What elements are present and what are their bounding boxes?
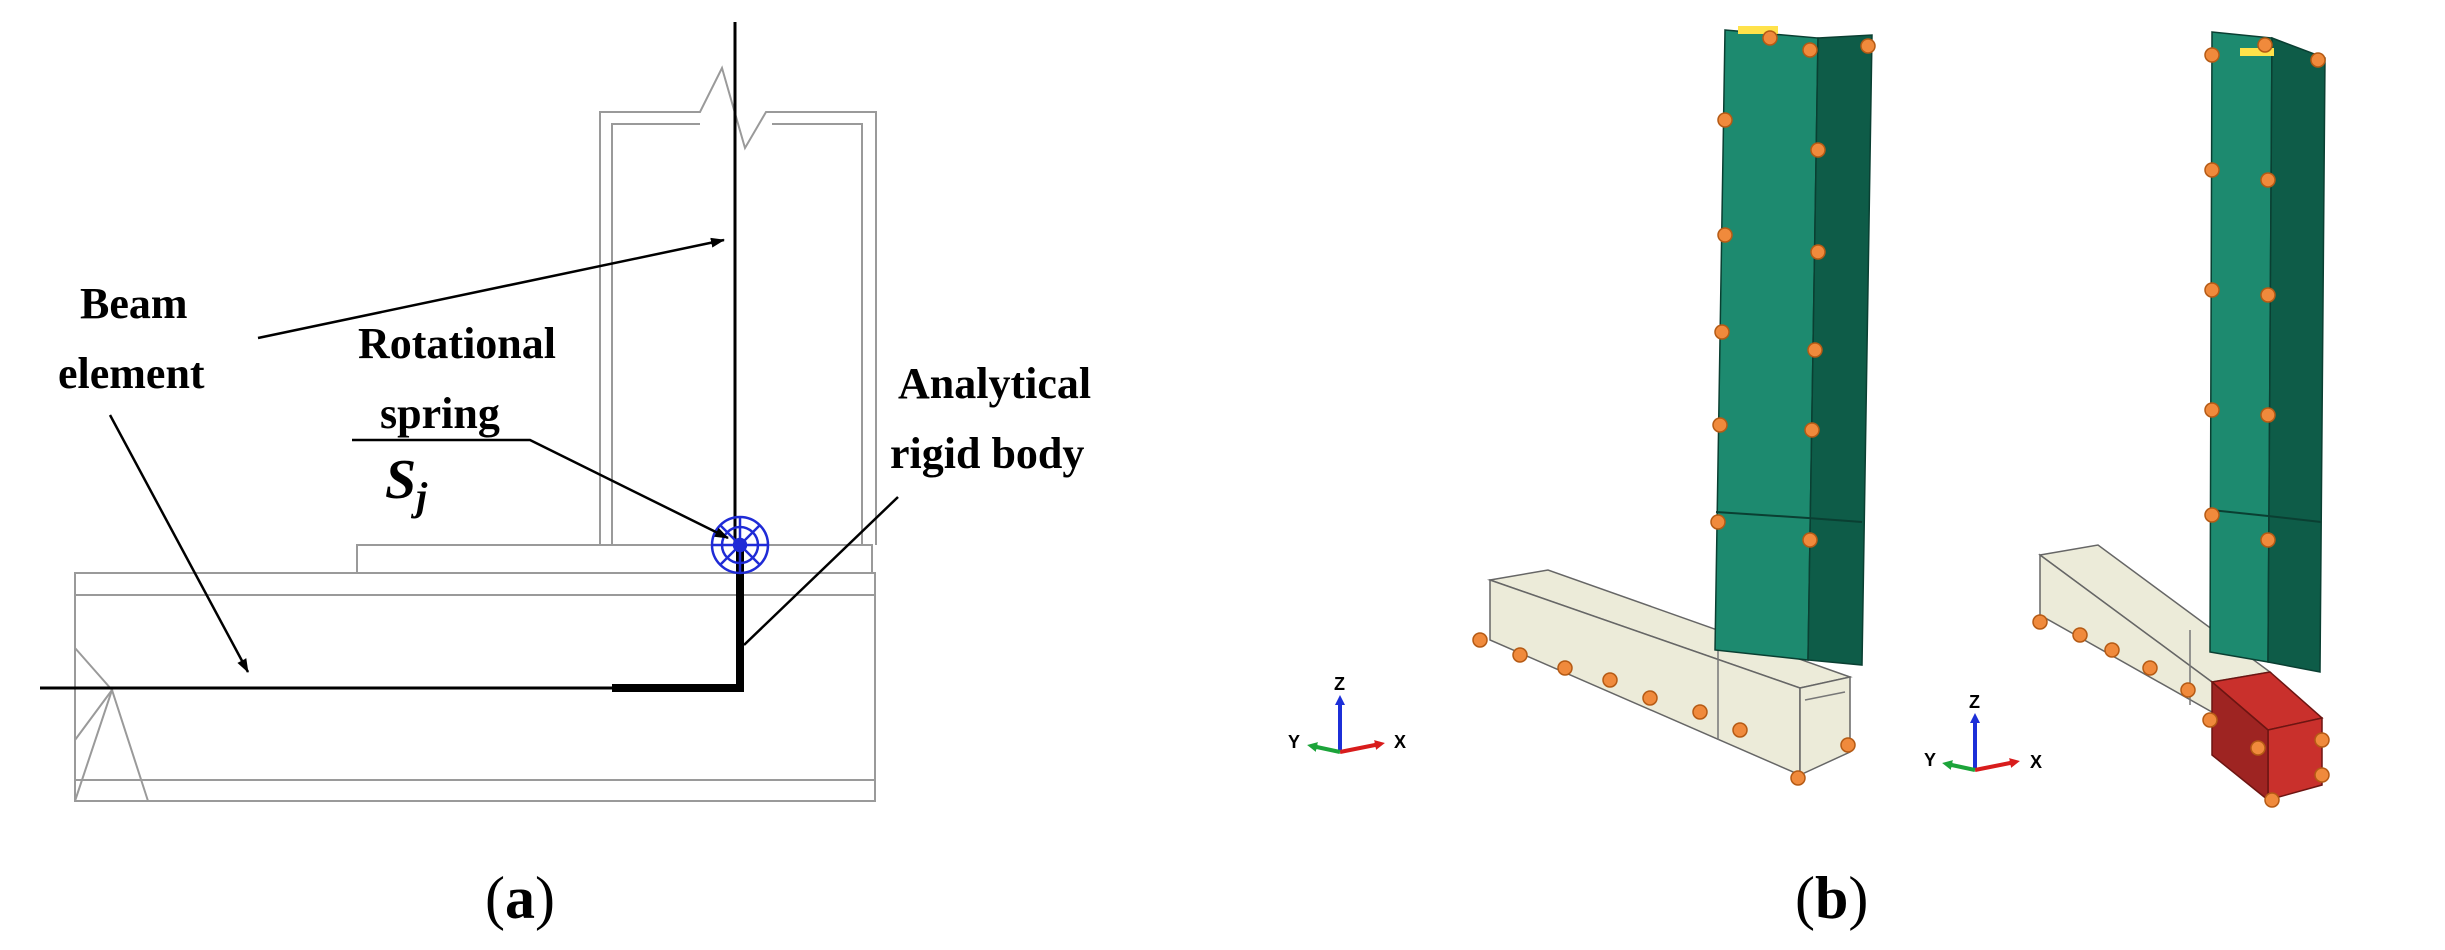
boundary-marker-icon [2202,712,2218,728]
triad-left-x: X [1394,732,1406,752]
panel-a: Beam element Rotational spring Sj Analyt… [40,22,1091,931]
boundary-marker-icon [1762,30,1778,46]
boundary-marker-icon [1732,722,1748,738]
label-analytical-line1: Analytical [898,359,1091,408]
axis-triad-left: Z Y X [1288,674,1406,754]
boundary-marker-icon [2260,287,2276,303]
boundary-marker-icon [2264,792,2280,808]
triad-left-z: Z [1334,674,1345,694]
boundary-marker-icon [2142,660,2158,676]
base-plate [356,544,873,574]
column-front-face-right [2209,31,2273,663]
fe-model-right [2038,31,2326,802]
boundary-marker-icon [1804,422,1820,438]
rotational-spring-icon [710,515,770,575]
boundary-marker-icon [1712,417,1728,433]
boundary-marker-icon [2314,732,2330,748]
boundary-marker-icon [1802,42,1818,58]
caption-b: (b) [1795,865,1868,931]
boundary-marker-icon [1802,532,1818,548]
boundary-marker-icon [2204,507,2220,523]
boundary-marker-icon [2104,642,2120,658]
caption-a: (a) [485,865,555,931]
label-beam-line2: element [58,349,205,398]
boundary-marker-icon [2257,37,2273,53]
axis-triad-right: Z Y X [1924,692,2042,772]
boundary-marker-icon [1810,244,1826,260]
leader-spring [352,438,729,540]
beam-end-face-left [1799,676,1851,777]
leader-rigid-body [743,496,899,646]
leader-beam-to-column [257,237,725,340]
column-outline [599,65,877,545]
boundary-marker-icon [2260,532,2276,548]
boundary-marker-icon [2260,172,2276,188]
boundary-marker-icon [1557,660,1573,676]
boundary-marker-icon [2260,407,2276,423]
boundary-marker-icon [1642,690,1658,706]
boundary-marker-icon [2314,767,2330,783]
boundary-marker-icon [2204,402,2220,418]
triad-right-x: X [2030,752,2042,772]
boundary-marker-icon [1602,672,1618,688]
caption-b-letter: b [1815,865,1848,931]
connection-front-face [2267,717,2323,801]
boundary-marker-icon [1472,632,1488,648]
label-analytical-line2: rigid body [890,429,1084,478]
analytical-rigid-body [612,545,744,692]
caption-a-letter: a [505,865,535,931]
boundary-marker-icon [2072,627,2088,643]
fe-model-left [1487,26,1873,777]
column-side-face-left [1807,34,1873,666]
boundary-marker-icon [1860,38,1876,54]
boundary-marker-icon [1810,142,1826,158]
boundary-marker-icon [1840,737,1856,753]
label-beam-line1: Beam [80,279,188,328]
boundary-marker-icon [1717,112,1733,128]
panel-b: Z Y X Z Y X (b) [1288,26,2330,931]
label-sj-main: S [385,449,416,511]
boundary-marker-icon [2204,162,2220,178]
caption-b-close: ) [1848,865,1868,931]
column-side-face-right [2267,36,2326,673]
boundary-marker-icon [1717,227,1733,243]
boundary-marker-icon [1807,342,1823,358]
label-sj: Sj [385,449,428,519]
boundary-condition-markers [1472,30,2330,808]
boundary-marker-icon [1710,514,1726,530]
triad-left-y: Y [1288,732,1300,752]
boundary-marker-icon [2204,47,2220,63]
boundary-marker-icon [2032,614,2048,630]
boundary-marker-icon [2180,682,2196,698]
triad-right-z: Z [1969,692,1980,712]
boundary-marker-icon [2204,282,2220,298]
boundary-marker-icon [1714,324,1730,340]
label-rotational-line2: spring [380,389,500,438]
caption-a-close: ) [535,865,555,931]
caption-b-open: ( [1795,865,1815,931]
boundary-marker-icon [1512,647,1528,663]
leader-beam-to-beam [108,414,250,673]
boundary-marker-icon [2310,52,2326,68]
triad-right-y: Y [1924,750,1936,770]
boundary-marker-icon [2250,740,2266,756]
caption-a-open: ( [485,865,505,931]
boundary-marker-icon [1692,704,1708,720]
boundary-marker-icon [1790,770,1806,786]
label-rotational-line1: Rotational [358,319,556,368]
